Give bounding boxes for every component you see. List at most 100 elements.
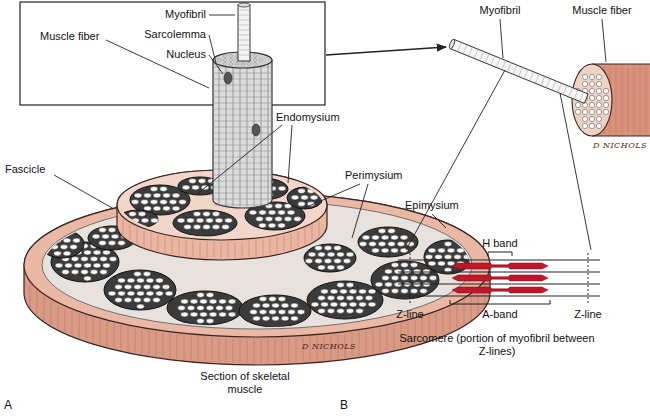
fiber-section [181,299,189,304]
fiber-section [391,235,399,240]
fiber-section [291,303,299,308]
myofibril-end [224,59,227,62]
fiber-section [327,309,335,314]
fiber-section [150,187,158,192]
fiber-section [410,276,418,281]
part-label: Sarcolemma [144,28,206,41]
myofibril-section [589,102,594,107]
fiber-section [73,238,81,243]
rod-striation [508,63,512,72]
leader-line [209,55,223,74]
nucleus [224,72,232,84]
fiber-section [109,257,117,262]
fiber-section [134,272,142,277]
side-shading [233,339,234,363]
side-shading [44,296,45,320]
fiber-section [391,248,399,253]
fiber-section [153,285,161,290]
fiber-section [368,289,376,294]
side-shading [158,235,159,251]
fiber-section [127,278,135,283]
striation-line [213,133,272,134]
fiber-section [253,303,261,308]
fiber-section [349,302,357,307]
rod-striation [238,15,250,16]
myofibril-line [247,62,248,206]
side-shading [261,339,262,363]
fiber-section [203,225,211,230]
striation-line [213,127,272,128]
part-label: Myofibril [480,4,521,17]
fiber-section [54,251,62,256]
fiber-section [197,306,205,311]
fiber-section [196,218,204,223]
fiber-section [103,263,111,268]
myofibril-end [254,63,257,66]
fiber-shading [640,66,641,134]
fiber-section [327,265,335,270]
part-label: Muscle fiber [572,4,631,17]
fiber-section [346,283,354,288]
side-shading [254,339,255,363]
rod-striation [238,10,250,11]
fiber-section [153,206,161,211]
myofibril-section [596,102,601,107]
fiber-section [187,218,195,223]
myofibril-end [236,63,239,66]
fiber-section [310,195,318,200]
fascicle-section [40,230,84,258]
fiber-section [318,296,326,301]
fiber-section [41,245,49,250]
fiber-section [359,242,367,247]
fiber-section [259,223,267,228]
fiber-section [169,200,177,205]
fiber-section [297,310,305,315]
side-shading [163,333,164,357]
fiber-section [291,316,299,321]
fiber-section [262,303,270,308]
z-line-mark [588,253,589,303]
myofibril-section [582,116,587,121]
band-label: Z-line [396,308,424,321]
rod-striation [485,54,489,63]
fiber-section [63,251,71,256]
side-shading [58,304,59,328]
fiber-section [262,316,270,321]
fiber-section [444,242,452,247]
fiber-section [420,276,428,281]
fiber-section [249,210,257,215]
fiber-section [115,285,123,290]
myofibril-section [589,74,594,79]
fiber-section [127,291,135,296]
band-label: A-band [482,308,517,321]
fiber-section [134,298,142,303]
part-label: Myofibril [165,8,206,21]
fiber-section [219,312,227,317]
side-shading [443,310,444,334]
fiber-section [298,202,306,207]
fiber-section [278,310,286,315]
fiber-section [281,316,289,321]
fiber-section [198,179,206,184]
rod-striation [574,90,578,99]
fiber-section [307,189,315,194]
leader-line [352,184,368,238]
fiber-section [388,229,396,234]
side-shading [249,241,250,257]
myofibril-section [603,109,608,114]
side-shading [282,339,283,363]
thin-filament [398,283,600,284]
fiber-section [60,245,68,250]
fiber-section [278,210,286,215]
rod-striation [238,25,250,26]
side-shading [263,239,264,255]
myofibril-section [575,102,580,107]
myofibril-section [589,81,594,86]
rod-striation [496,58,500,67]
fiber-section [71,257,79,262]
fiber-section [103,250,111,255]
rod-striation [580,92,584,101]
fiber-section [256,217,264,222]
leader-line [196,125,282,195]
part-label: Fascicle [5,163,45,176]
